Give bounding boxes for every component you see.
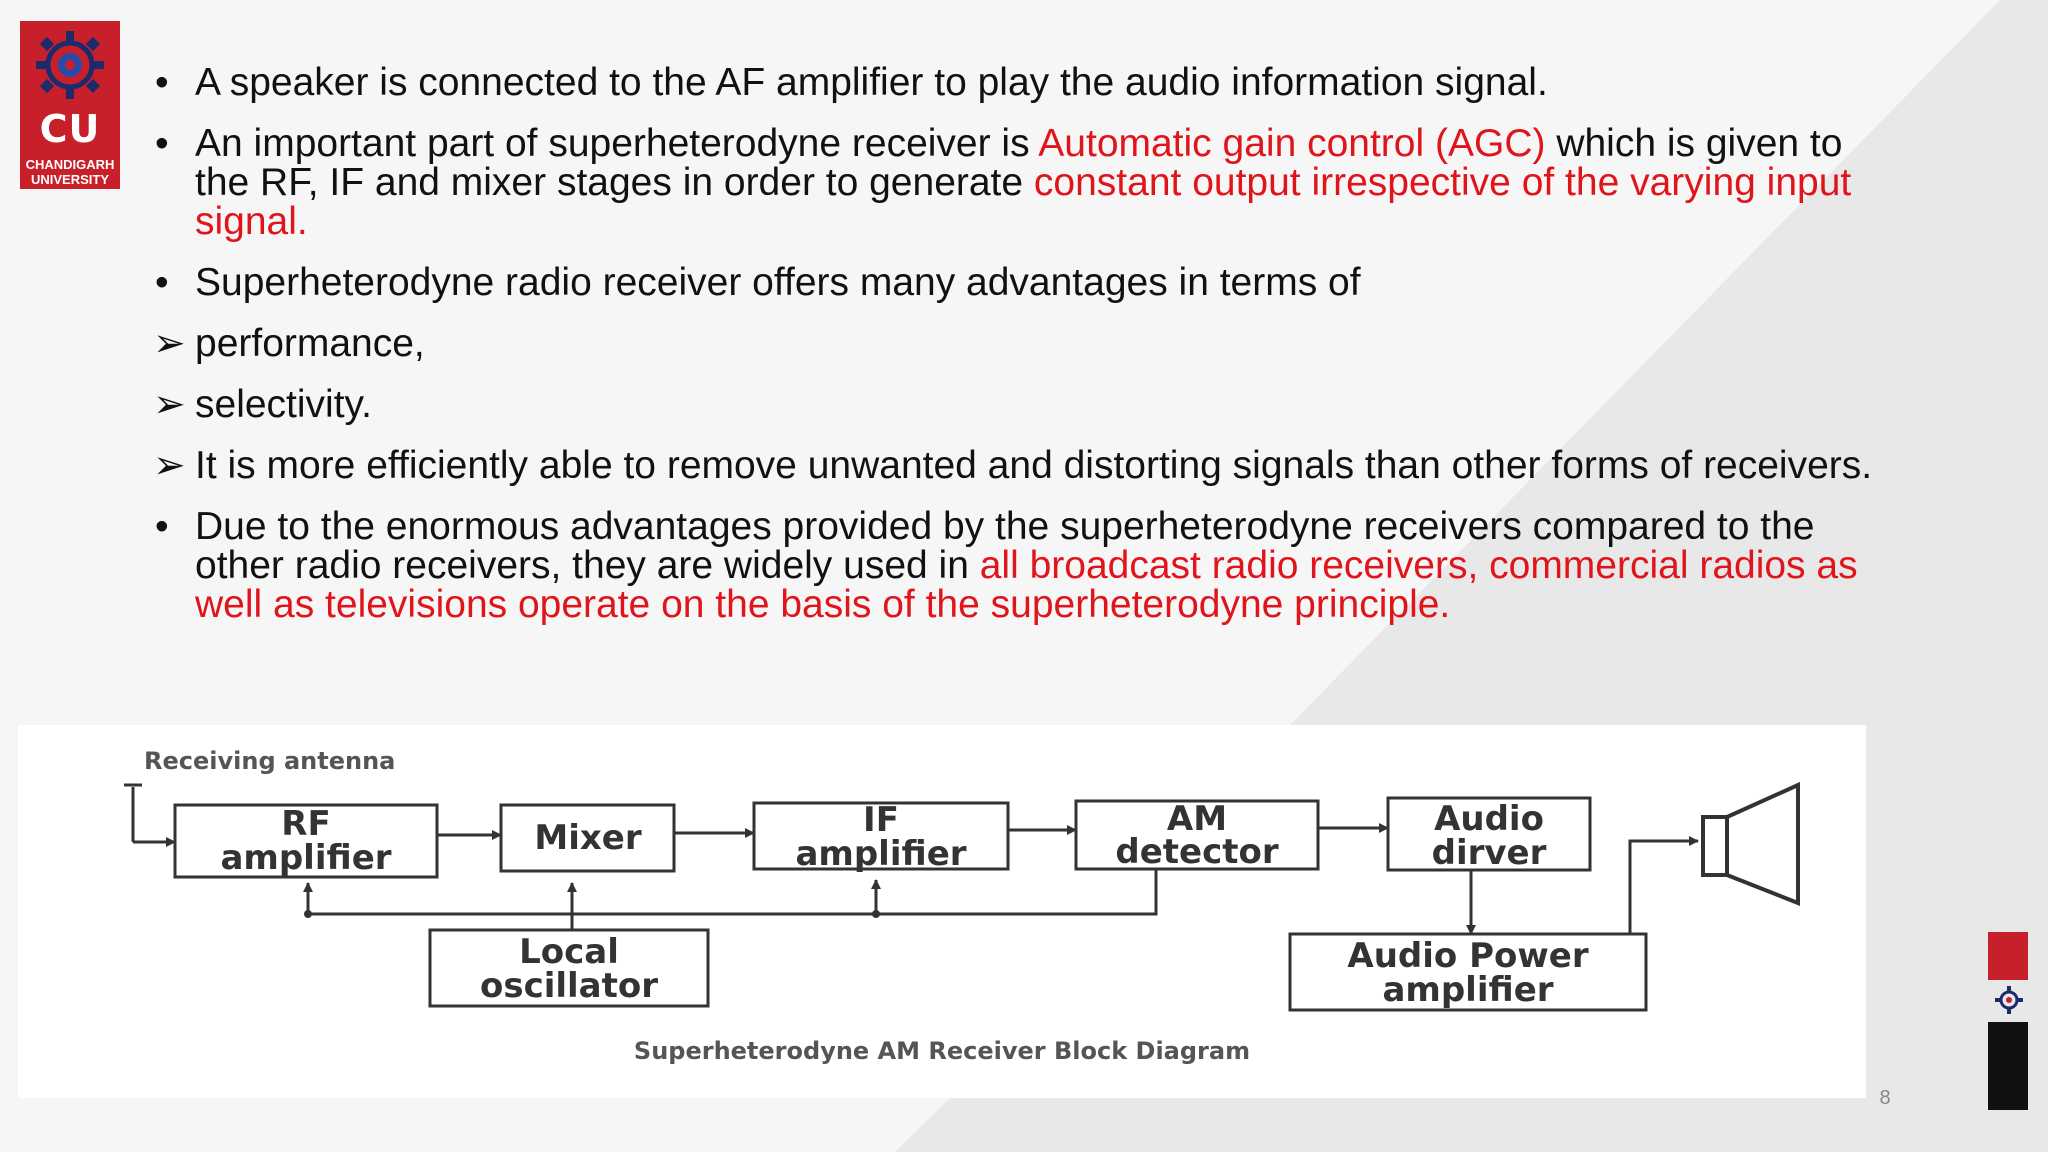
block-diagram-svg: Receiving antenna RF amplifier Mixer IF … bbox=[124, 747, 1800, 1065]
bullet-text: performance, bbox=[195, 322, 425, 365]
sub-bullet-item: ➢ It is more efficiently able to remove … bbox=[153, 444, 1895, 487]
if-label-2: amplifier bbox=[795, 834, 966, 874]
bullet-item: • Superheterodyne radio receiver offers … bbox=[155, 263, 1895, 302]
bullet-icon: • bbox=[155, 61, 169, 104]
bullet-text: An important part of superheterodyne rec… bbox=[195, 122, 1039, 165]
bullet-item: • An important part of superheterodyne r… bbox=[155, 124, 1895, 241]
audio-label-2: dirver bbox=[1432, 833, 1547, 873]
side-red-block bbox=[1988, 932, 2028, 980]
arrow-bullet-icon: ➢ bbox=[153, 383, 186, 426]
audio-label-1: Audio bbox=[1434, 799, 1544, 839]
power-label-1: Audio Power bbox=[1347, 936, 1588, 976]
arrow-bullet-icon: ➢ bbox=[153, 444, 186, 487]
am-label-1: AM bbox=[1167, 799, 1227, 839]
sub-bullet-item: ➢ performance, bbox=[153, 322, 1895, 365]
gear-icon bbox=[1995, 986, 2023, 1014]
rf-label-1: RF bbox=[281, 804, 330, 844]
audio-power-amplifier-block bbox=[1288, 932, 1648, 1012]
mixer-label: Mixer bbox=[534, 818, 641, 858]
local-oscillator-block bbox=[428, 928, 710, 1008]
logo-abbreviation: CU bbox=[39, 107, 101, 151]
side-black-block bbox=[1988, 1022, 2028, 1110]
bullet-text: A speaker is connected to the AF amplifi… bbox=[195, 61, 1548, 104]
antenna-label: Receiving antenna bbox=[144, 747, 395, 775]
if-amplifier-block bbox=[752, 801, 1010, 871]
bullet-icon: • bbox=[155, 261, 169, 304]
block-diagram: Receiving antenna RF amplifier Mixer IF … bbox=[18, 725, 1866, 1098]
rf-amplifier-block bbox=[173, 803, 439, 879]
arrow-bullet-icon: ➢ bbox=[153, 322, 186, 365]
bullet-item: • A speaker is connected to the AF ampli… bbox=[155, 63, 1895, 102]
audio-driver-block bbox=[1386, 796, 1592, 872]
university-logo: CU CHANDIGARH UNIVERSITY bbox=[20, 21, 120, 189]
local-label-2: oscillator bbox=[480, 966, 658, 1006]
diagram-caption: Superheterodyne AM Receiver Block Diagra… bbox=[634, 1037, 1250, 1065]
power-label-2: amplifier bbox=[1382, 970, 1553, 1010]
gear-emblem-icon bbox=[36, 31, 104, 99]
highlight-text: all broadcast radio receivers, commercia… bbox=[195, 544, 1858, 626]
bullet-item: • Due to the enormous advantages provide… bbox=[155, 507, 1895, 624]
logo-university-name: CHANDIGARH UNIVERSITY bbox=[25, 157, 115, 187]
local-label-1: Local bbox=[519, 932, 619, 972]
bullet-text: It is more efficiently able to remove un… bbox=[195, 444, 1873, 487]
bullet-text: Due to the enormous advantages provided … bbox=[195, 505, 1815, 587]
bullet-icon: • bbox=[155, 122, 169, 165]
rf-label-2: amplifier bbox=[220, 838, 391, 878]
highlight-text: constant output irrespective of the vary… bbox=[195, 161, 1852, 243]
if-label-1: IF bbox=[863, 800, 899, 840]
am-detector-block bbox=[1074, 799, 1320, 871]
page-number: 8 bbox=[1879, 1087, 1891, 1109]
slide-content: • A speaker is connected to the AF ampli… bbox=[153, 63, 1895, 646]
bullet-text: Superheterodyne radio receiver offers ma… bbox=[195, 261, 1361, 304]
mixer-block bbox=[499, 803, 676, 873]
speaker-icon bbox=[1701, 781, 1800, 906]
bullet-icon: • bbox=[155, 505, 169, 548]
bullet-text: which is given to the RF, IF and mixer s… bbox=[195, 122, 1843, 204]
sub-bullet-item: ➢ selectivity. bbox=[153, 383, 1895, 426]
am-label-2: detector bbox=[1115, 832, 1278, 872]
highlight-text: Automatic gain control (AGC) bbox=[1038, 122, 1546, 165]
bullet-text: selectivity. bbox=[195, 383, 372, 426]
